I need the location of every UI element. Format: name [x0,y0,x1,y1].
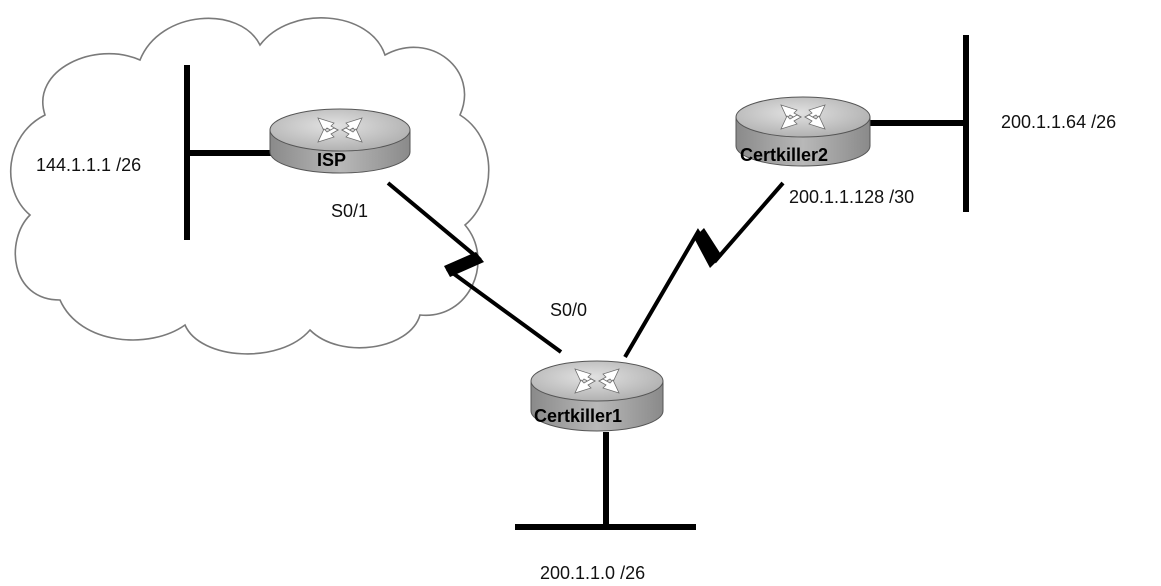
certkiller1-lan-label: 200.1.1.0 /26 [540,563,645,583]
router-isp[interactable] [269,108,411,174]
router-certkiller2-label: Certkiller2 [740,145,828,165]
router-certkiller1-top [530,360,664,402]
router-certkiller2-top [735,96,871,138]
certkiller2-lan-label: 200.1.1.64 /26 [1001,112,1116,132]
router-isp-label: ISP [317,150,346,170]
router-certkiller1-label: Certkiller1 [534,406,622,426]
router-isp-top [269,108,411,152]
router-certkiller2[interactable] [735,96,871,167]
isp-serial-label: S0/1 [331,201,368,221]
certkiller1-serial-label: S0/0 [550,300,587,320]
isp-lan-label: 144.1.1.1 /26 [36,155,141,175]
router-certkiller1[interactable] [530,360,664,432]
serial-link-isp-certkiller1-bolt [444,252,484,277]
serial-link-certkiller2-certkiller1 [623,181,785,359]
isp-cloud [9,17,490,355]
wan-link-label: 200.1.1.128 /30 [789,187,914,207]
serial-link-certkiller2-certkiller1-bolt [694,228,722,268]
